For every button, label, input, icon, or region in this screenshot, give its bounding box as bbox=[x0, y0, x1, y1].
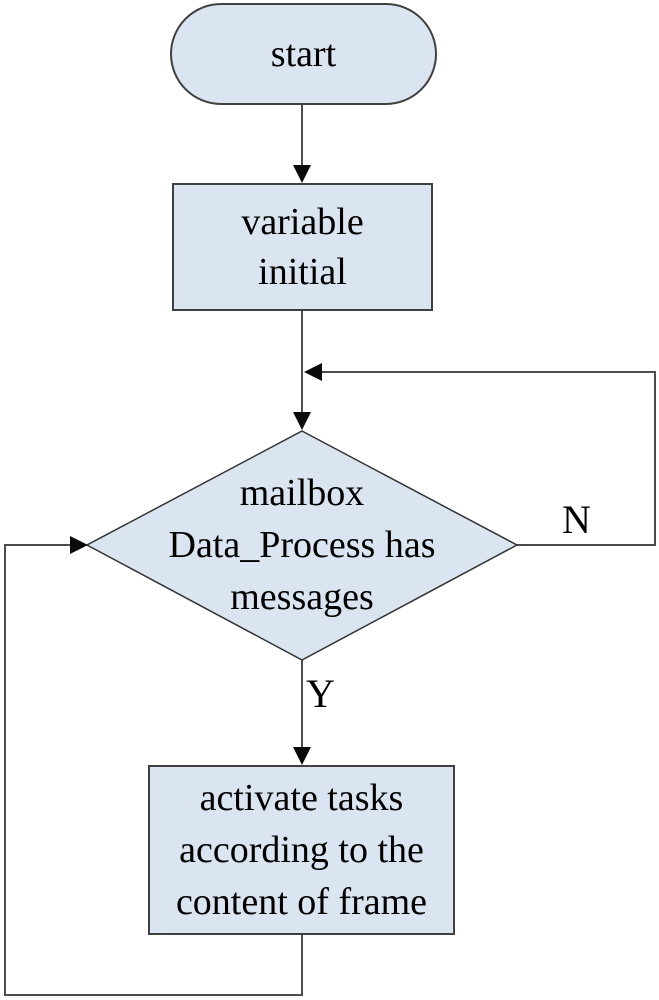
node-variable-initial-line2: initial bbox=[258, 251, 347, 293]
node-start-label: start bbox=[270, 33, 337, 75]
node-activate-tasks-line1: activate tasks bbox=[199, 777, 404, 819]
node-decision-line3: messages bbox=[230, 576, 374, 618]
node-decision-line2: Data_Process has bbox=[168, 524, 436, 566]
arrowhead-right-icon bbox=[70, 536, 88, 554]
node-variable-initial: variable initial bbox=[172, 183, 433, 311]
edge-label-no: N bbox=[562, 497, 591, 542]
node-decision-line1: mailbox bbox=[239, 472, 365, 514]
arrowhead-down-icon bbox=[293, 412, 311, 430]
arrowhead-down-icon bbox=[293, 165, 311, 183]
node-activate-tasks-line2: according to the bbox=[179, 829, 424, 871]
node-activate-tasks: activate tasks according to the content … bbox=[148, 765, 455, 935]
arrowhead-left-icon bbox=[304, 363, 322, 381]
edge-decision-no-loop bbox=[321, 371, 656, 546]
arrowhead-down-icon bbox=[293, 747, 311, 765]
node-variable-initial-line1: variable bbox=[241, 201, 364, 243]
node-activate-tasks-line3: content of frame bbox=[175, 881, 428, 923]
edge-label-yes: Y bbox=[306, 671, 335, 716]
node-start: start bbox=[170, 3, 437, 105]
edge-activate-loop-back bbox=[4, 544, 303, 996]
node-decision-label: mailbox Data_Process has messages bbox=[132, 467, 472, 623]
